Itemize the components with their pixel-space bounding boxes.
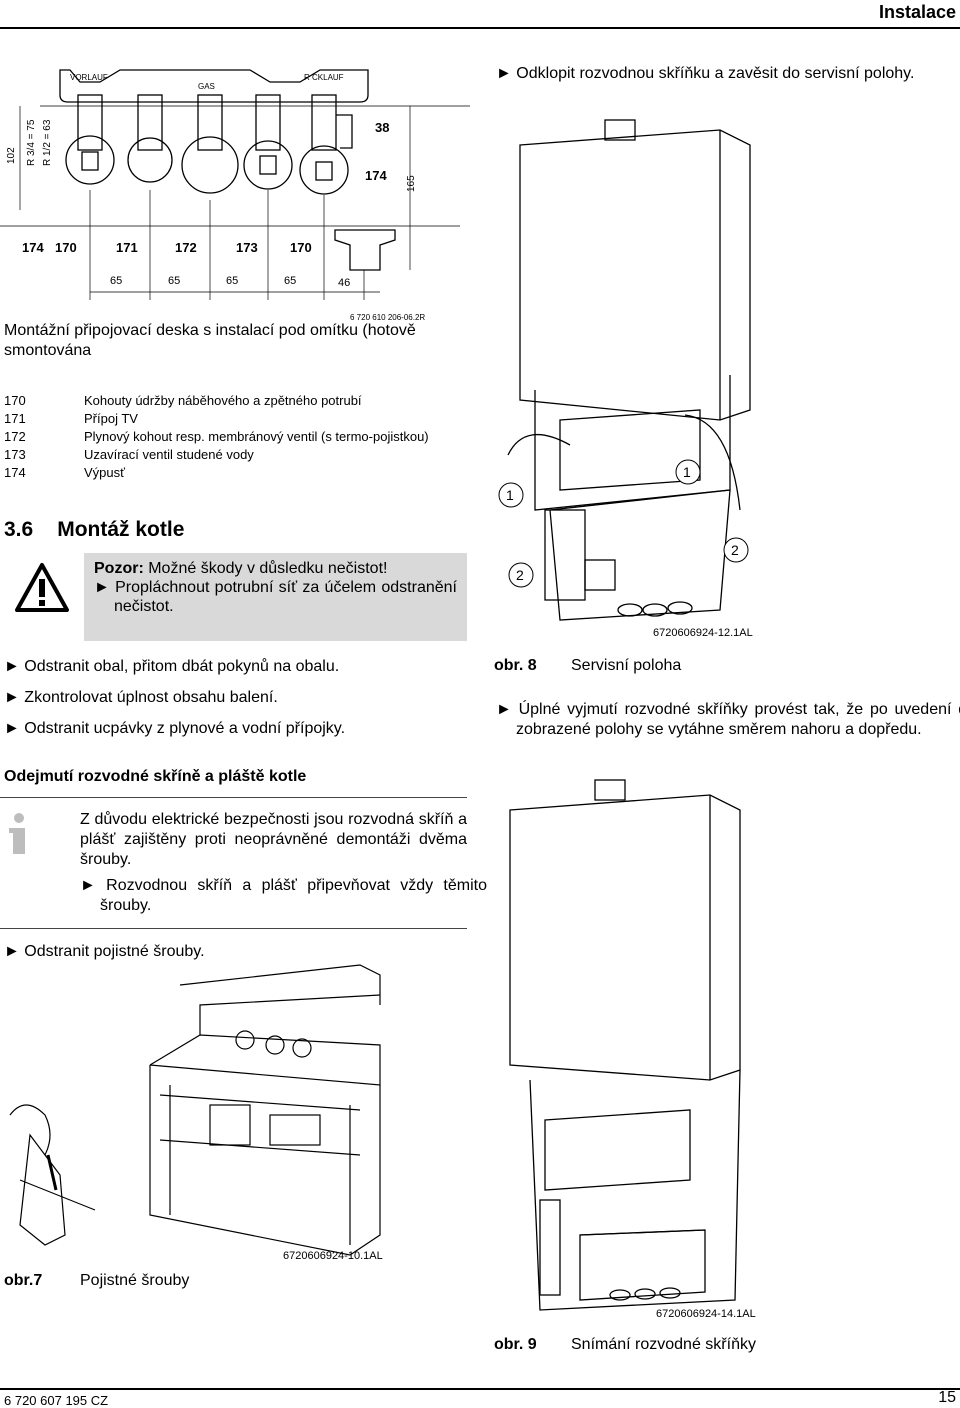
bottom-num-3: 171 <box>116 240 138 255</box>
footer-rule <box>0 1388 960 1390</box>
label-r12: R 1/2 = 63 <box>42 119 53 166</box>
legend-text: Plynový kohout resp. membránový ventil (… <box>84 429 429 444</box>
step-right-2-text: Úplné vyjmutí rozvodné skříňky provést t… <box>516 701 960 738</box>
fig8-mark-2b: 2 <box>731 542 739 558</box>
fig8-mark-2a: 2 <box>516 567 524 583</box>
bullet-glyph: ► <box>496 701 512 718</box>
label-165: 165 <box>406 175 417 192</box>
fig8-caption: Servisní poloha <box>571 657 682 674</box>
fig8-illustration: 1 1 2 2 <box>498 119 751 621</box>
bottom-num-1: 174 <box>22 240 44 255</box>
warning-text: Možné škody v důsledku nečistot! <box>143 560 388 577</box>
legend-text: Výpusť <box>84 465 126 480</box>
bullet-glyph: ► <box>4 720 20 737</box>
step-screws: ► Odstranit pojistné šrouby. <box>4 942 205 962</box>
fig8-label: obr. 8 <box>494 657 537 674</box>
fig7-caption: Pojistné šrouby <box>80 1272 190 1289</box>
step-text: Zkontrolovat úplnost obsahu balení. <box>24 689 278 706</box>
bullet-glyph: ► <box>4 658 20 675</box>
fig8-code: 6720606924-12.1AL <box>653 627 753 639</box>
fig7-code: 6720606924-10.1AL <box>283 1250 383 1262</box>
steps-left: ► Odstranit obal, přitom dbát pokynů na … <box>4 657 469 739</box>
step-right-1: ► Odklopit rozvodnou skříňku a zavěsit d… <box>496 64 960 84</box>
section-heading: 3.6 Montáž kotle <box>4 518 184 542</box>
bottom-num-2: 170 <box>55 240 77 255</box>
label-174-right: 174 <box>365 168 387 183</box>
dim-2: 65 <box>168 275 180 287</box>
section-number: 3.6 <box>4 518 34 541</box>
legend-num: 174 <box>4 465 26 480</box>
step-screws-text: Odstranit pojistné šrouby. <box>24 943 205 960</box>
fig7-illustration <box>9 964 381 1256</box>
dim-3: 65 <box>226 275 238 287</box>
legend-row: 171 Přípoj TV <box>4 411 429 429</box>
fig9-code: 6720606924-14.1AL <box>656 1308 756 1320</box>
fig8-mark-1a: 1 <box>506 487 514 503</box>
bullet-glyph: ► <box>4 943 20 960</box>
bullet-glyph: ► <box>496 65 512 82</box>
legend-table: 170 Kohouty údržby náběhového a zpětného … <box>4 393 429 483</box>
step-item: ► Odstranit ucpávky z plynové a vodní př… <box>4 719 469 739</box>
section-header-title: Instalace <box>878 2 956 22</box>
bullet-glyph: ► <box>4 689 20 706</box>
header-rule <box>0 27 960 29</box>
step-text: Odstranit ucpávky z plynové a vodní příp… <box>24 720 346 737</box>
warning-box: Pozor: Možné škody v důsledku nečistot! … <box>84 553 467 641</box>
label-vorlauf: VORLAUF <box>70 73 108 82</box>
dim-5: 46 <box>338 277 350 289</box>
bottom-num-6: 170 <box>290 240 312 255</box>
bullet-glyph: ► <box>80 877 96 894</box>
legend-num: 173 <box>4 447 26 462</box>
warning-line: Pozor: Možné škody v důsledku nečistot! <box>94 559 457 578</box>
legend-num: 172 <box>4 429 26 444</box>
section-title: Montáž kotle <box>57 518 185 541</box>
info-box <box>0 797 467 929</box>
fig-top-caption: Montážní připojovací deska s instalací p… <box>4 322 416 359</box>
doc-number: 6 720 607 195 CZ <box>4 1393 109 1408</box>
bottom-num-4: 172 <box>175 240 197 255</box>
legend-text: Přípoj TV <box>84 411 138 426</box>
legend-text: Uzavírací ventil studené vody <box>84 447 254 462</box>
fig9-illustration <box>509 779 741 1311</box>
fig9-label: obr. 9 <box>494 1336 537 1353</box>
dim-4: 65 <box>284 275 296 287</box>
page-number: 15 <box>938 1389 956 1406</box>
info-text: Z důvodu elektrické bezpečnosti jsou roz… <box>80 811 467 868</box>
fig8-mark-1b: 1 <box>683 464 691 480</box>
step-item: ► Zkontrolovat úplnost obsahu balení. <box>4 688 469 708</box>
bullet-glyph: ► <box>94 579 110 596</box>
warning-bullet: ► Propláchnout potrubní síť za účelem od… <box>94 578 457 616</box>
legend-row: 174 Výpusť <box>4 465 429 483</box>
fig9-caption: Snímání rozvodné skříňky <box>571 1336 756 1353</box>
label-rucklauf: R CKLAUF <box>304 73 344 82</box>
bottom-num-5: 173 <box>236 240 258 255</box>
label-38: 38 <box>375 120 389 135</box>
step-right-2: ► Úplné vyjmutí rozvodné skříňky provést… <box>496 700 960 740</box>
legend-row: 170 Kohouty údržby náběhového a zpětného … <box>4 393 429 411</box>
warning-bullet-text: Propláchnout potrubní síť za účelem odst… <box>114 579 457 615</box>
fig-top-code: 6 720 610 206-06.2R <box>350 313 425 322</box>
step-text: Odstranit obal, přitom dbát pokynů na ob… <box>24 658 340 675</box>
warning-label: Pozor: <box>94 560 144 577</box>
info-icon <box>9 813 25 854</box>
legend-row: 173 Uzavírací ventil studené vody <box>4 447 429 465</box>
legend-num: 171 <box>4 411 26 426</box>
subheading: Odejmutí rozvodné skříně a pláště kotle <box>4 768 307 785</box>
step-right-1-text: Odklopit rozvodnou skříňku a zavěsit do … <box>516 65 915 82</box>
info-bullet-text: Rozvodnou skříň a plášť připevňovat vždy… <box>100 877 487 914</box>
mounting-plate-figure: VORLAUF GAS R CKLAUF R 3/4 = 75 R 1/2 = … <box>0 69 470 322</box>
dim-1: 65 <box>110 275 122 287</box>
label-gas: GAS <box>198 82 215 91</box>
step-item: ► Odstranit obal, přitom dbát pokynů na … <box>4 657 469 677</box>
legend-row: 172 Plynový kohout resp. membránový venti… <box>4 429 429 447</box>
label-r34: R 3/4 = 75 <box>26 119 37 166</box>
legend-num: 170 <box>4 393 26 408</box>
warning-triangle-icon <box>15 563 69 612</box>
fig7-label: obr.7 <box>4 1272 43 1289</box>
label-102: 102 <box>6 147 17 164</box>
info-bullet: ► Rozvodnou skříň a plášť připevňovat vž… <box>80 876 487 916</box>
legend-text: Kohouty údržby náběhového a zpětného pot… <box>84 393 362 408</box>
